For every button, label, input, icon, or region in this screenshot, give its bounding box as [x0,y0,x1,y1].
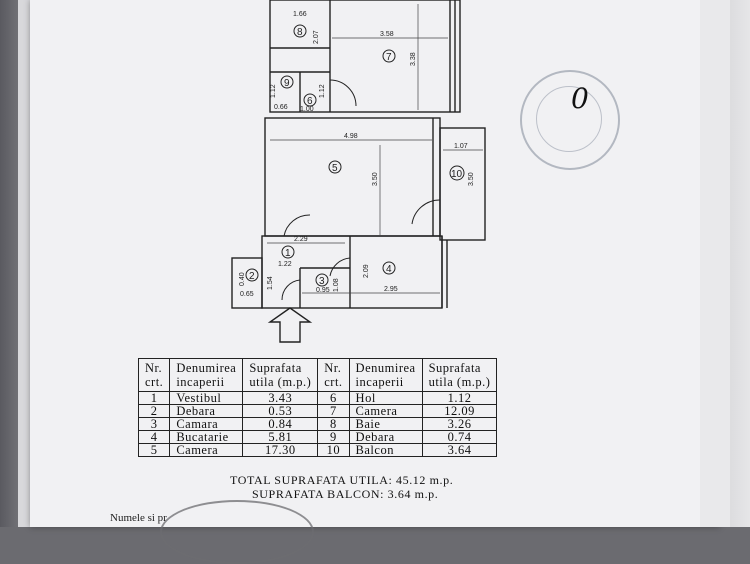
dim-label: 1.54 [267,276,274,290]
dim-label: 3.50 [372,172,379,186]
door-arc-7 [329,79,357,107]
dim-label: 0.95 [316,287,330,294]
room-number: 10 [451,169,463,180]
dim-label: 2.09 [363,264,370,278]
dim-label: 1.22 [278,261,292,268]
room-number: 8 [297,27,303,38]
handwritten-mark: 0 [571,82,589,115]
dim-label: 1.66 [293,11,307,18]
dim-label: 2.95 [384,286,398,293]
door-arc-10 [411,199,441,225]
room-number: 3 [319,276,325,287]
dim-label: 3.38 [410,52,417,66]
dim-label: 3.50 [468,172,475,186]
floor-plan: 8 7 9 6 5 10 1 2 3 4 1.66 2.07 3.58 3.38… [231,0,486,343]
dim-label: 0.65 [240,291,254,298]
bottom-stamp [160,500,314,564]
room-number: 9 [284,78,290,89]
room-number: 5 [332,163,338,174]
room-number: 1 [285,248,291,259]
official-stamp [520,70,620,170]
wall-top-block [269,0,461,113]
header-nr: Nr.crt. [137,358,171,392]
dim-label: 2.29 [294,236,308,243]
sheet-right-edge [700,0,730,527]
dim-label: 2.07 [313,30,320,44]
footer-note: Numele si pr [110,512,167,524]
dim-label: 1.08 [333,278,340,292]
room-number: 2 [249,271,255,282]
entrance-arrow [267,307,313,343]
door-arc-5 [283,214,311,237]
balcony-area: SUPRAFATA BALCON: 3.64 m.p. [252,487,439,501]
room-number: 6 [307,96,313,107]
wall-lower [261,235,443,309]
dim-label: 1.00 [300,106,314,113]
dim-label: 0.66 [274,104,288,111]
dim-label: 1.12 [319,84,326,98]
total-util-area: TOTAL SUPRAFATA UTILA: 45.12 m.p. [230,473,454,487]
dim-label: 1.12 [270,84,277,98]
room-number: 7 [386,52,392,63]
wall-balcony [439,127,486,241]
room-number: 4 [386,264,392,275]
door-arc-1 [281,279,301,301]
dim-label: 3.58 [380,31,394,38]
header-nr: Nr.crt. [317,358,350,392]
dim-label: 0.40 [239,272,246,286]
dim-label: 1.07 [454,143,468,150]
wall-debara [231,257,263,309]
dim-label: 4.98 [344,133,358,140]
door-arc-4 [329,257,351,277]
